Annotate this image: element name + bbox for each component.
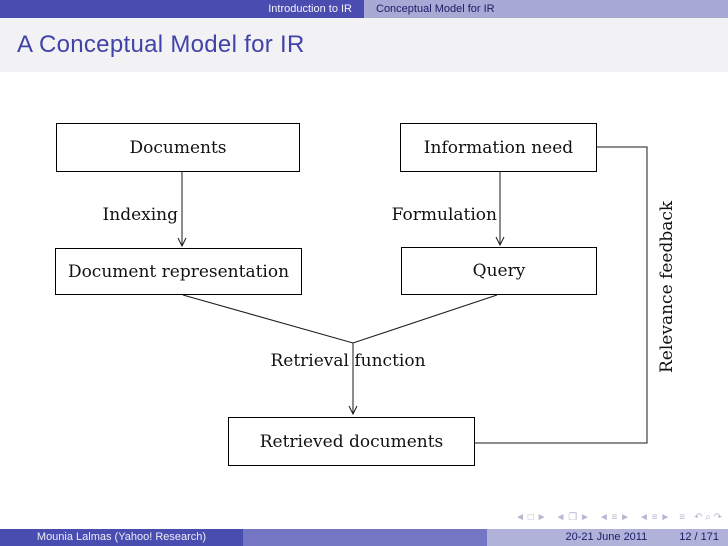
- label-relevance-feedback: Relevance feedback: [657, 200, 677, 373]
- box-documents: Documents: [56, 123, 300, 172]
- footer-bar: Mounia Lalmas (Yahoo! Research) 20-21 Ju…: [0, 529, 728, 546]
- headline-panel: A Conceptual Model for IR: [0, 18, 728, 72]
- top-navigation-bar: Introduction to IR Conceptual Model for …: [0, 0, 728, 18]
- nav-section-introduction-to-ir[interactable]: Introduction to IR: [0, 0, 364, 18]
- footer-page-number: 12 / 171: [679, 531, 719, 543]
- beamer-navigation-symbols: ◄ □ ► ◄ ❐ ► ◄ ≡ ► ◄ ≡ ► ≡ ↶ ⌕ ↷: [515, 508, 722, 526]
- footer-date: 20-21 June 2011: [565, 531, 648, 543]
- label-indexing: Indexing: [102, 205, 178, 225]
- nav-frame-icons[interactable]: ◄ ❐ ►: [555, 511, 590, 523]
- label-retrieval-function: Retrieval function: [270, 351, 426, 371]
- footer-author: Mounia Lalmas (Yahoo! Research): [0, 529, 243, 546]
- nav-section-icons[interactable]: ◄ ≡ ►: [639, 511, 671, 523]
- nav-back-search-forward-icons[interactable]: ↶ ⌕ ↷: [694, 511, 722, 523]
- box-query: Query: [401, 247, 597, 295]
- nav-slide-icons[interactable]: ◄ □ ►: [515, 511, 547, 523]
- box-retrieved-documents: Retrieved documents: [228, 417, 475, 466]
- footer-right: 20-21 June 2011 12 / 171: [487, 529, 728, 546]
- footer-spacer: [243, 529, 487, 546]
- box-information-need: Information need: [400, 123, 597, 172]
- box-document-representation: Document representation: [55, 248, 302, 295]
- nav-presentation-icon[interactable]: ≡: [679, 511, 686, 523]
- nav-subsection-icons[interactable]: ◄ ≡ ►: [598, 511, 631, 523]
- label-formulation: Formulation: [391, 205, 497, 225]
- nav-subsection-conceptual-model[interactable]: Conceptual Model for IR: [364, 0, 728, 18]
- page-title: A Conceptual Model for IR: [17, 31, 305, 58]
